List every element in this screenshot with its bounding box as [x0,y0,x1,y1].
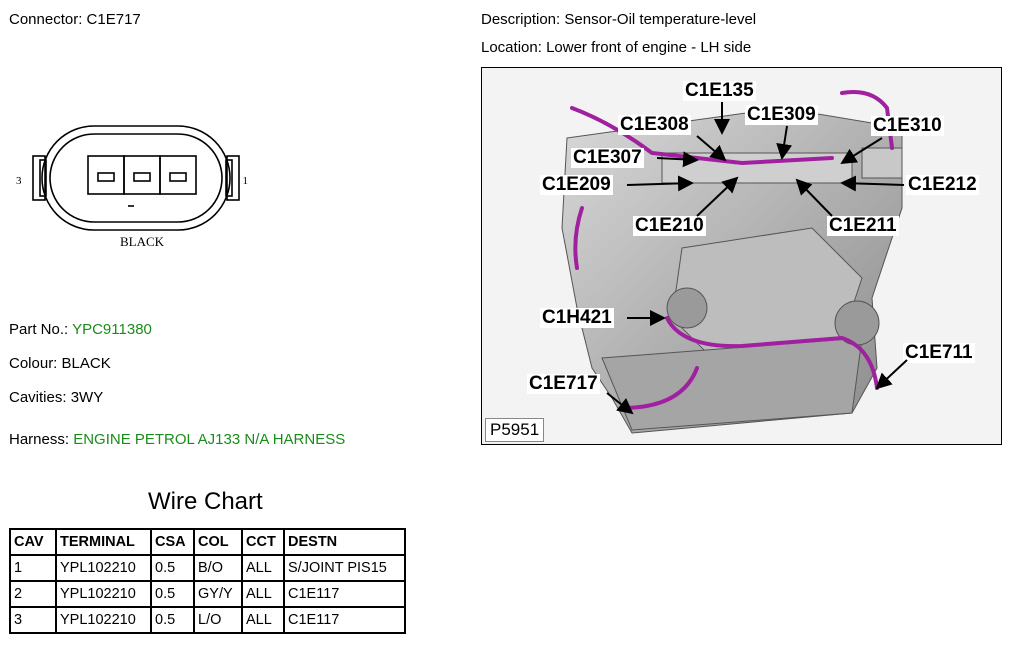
engine-location-figure: C1E135 C1E308 C1E309 C1E310 C1E307 C1E20… [481,67,1002,445]
column-header-terminal: TERMINAL [55,528,152,556]
wire-chart-table: CAV TERMINAL CSA COL CCT DESTN 1 YPL1022… [9,528,406,634]
engine-illustration [561,90,903,434]
callout-arrows [606,102,908,415]
table-cell: L/O [193,606,243,634]
table-cell: C1E117 [283,580,406,608]
colour-label: Colour: [9,355,58,372]
table-row: 3 YPL102210 0.5 L/O ALL C1E117 [9,606,406,634]
callout-c1e717: C1E717 [527,373,600,394]
table-cell: YPL102210 [55,554,152,582]
part-no-label: Part No.: [9,321,69,338]
pin-label-1: 1 [243,175,249,187]
connector-face-diagram: 3 1 BLACK [16,125,249,249]
description-label: Description: [481,11,561,28]
callout-c1e209: C1E209 [540,174,613,195]
pin-label-3: 3 [16,175,22,187]
table-cell: S/JOINT PIS15 [283,554,406,582]
location-label: Location: [481,39,542,56]
figure-id-label: P5951 [485,418,545,442]
callout-c1e307: C1E307 [571,147,644,168]
harness-label: Harness: [9,431,70,448]
table-cell: ALL [241,606,285,634]
cavities-value: 3WY [70,389,104,406]
part-no-line: Part No.: YPC911380 [9,321,152,338]
column-header-cct: CCT [241,528,285,556]
table-row: 2 YPL102210 0.5 GY/Y ALL C1E117 [9,580,406,608]
harness-value: ENGINE PETROL AJ133 N/A HARNESS [73,431,346,448]
connector-label: Connector: [9,11,83,28]
colour-value: BLACK [61,355,111,372]
table-row: 1 YPL102210 0.5 B/O ALL S/JOINT PIS15 [9,554,406,582]
cavities-line: Cavities: 3WY [9,389,103,406]
callout-c1e308: C1E308 [618,114,691,135]
colour-line: Colour: BLACK [9,355,111,372]
callout-c1e212: C1E212 [906,174,979,195]
column-header-destn: DESTN [283,528,406,556]
table-cell: 0.5 [150,606,195,634]
callout-c1h421: C1H421 [540,307,614,328]
wire-chart-title: Wire Chart [148,488,263,515]
table-cell: B/O [193,554,243,582]
description-value: Sensor-Oil temperature-level [564,11,757,28]
callout-c1e309: C1E309 [745,104,818,125]
table-cell: ALL [241,580,285,608]
callout-c1e310: C1E310 [871,115,944,136]
connector-colour-text: BLACK [120,234,165,249]
table-cell: 0.5 [150,580,195,608]
description-line: Description: Sensor-Oil temperature-leve… [481,11,756,28]
table-cell: 2 [9,580,57,608]
harness-line: Harness: ENGINE PETROL AJ133 N/A HARNESS [9,431,345,448]
column-header-cav: CAV [9,528,57,556]
table-cell: 0.5 [150,554,195,582]
callout-c1e135: C1E135 [683,80,756,101]
part-no-value: YPC911380 [72,321,152,338]
cavities-label: Cavities: [9,389,67,406]
location-line: Location: Lower front of engine - LH sid… [481,39,751,56]
table-cell: ALL [241,554,285,582]
table-cell: YPL102210 [55,580,152,608]
table-cell: C1E117 [283,606,406,634]
table-cell: 1 [9,554,57,582]
callout-c1e210: C1E210 [633,215,706,236]
table-cell: 3 [9,606,57,634]
connector-value: C1E717 [86,11,141,28]
table-cell: YPL102210 [55,606,152,634]
connector-id-line: Connector: C1E717 [9,11,141,28]
table-cell: GY/Y [193,580,243,608]
column-header-csa: CSA [150,528,195,556]
table-header-row: CAV TERMINAL CSA COL CCT DESTN [9,528,406,556]
column-header-col: COL [193,528,243,556]
location-value: Lower front of engine - LH side [546,39,752,56]
callout-c1e211: C1E211 [827,215,899,236]
callout-c1e711: C1E711 [903,342,975,363]
